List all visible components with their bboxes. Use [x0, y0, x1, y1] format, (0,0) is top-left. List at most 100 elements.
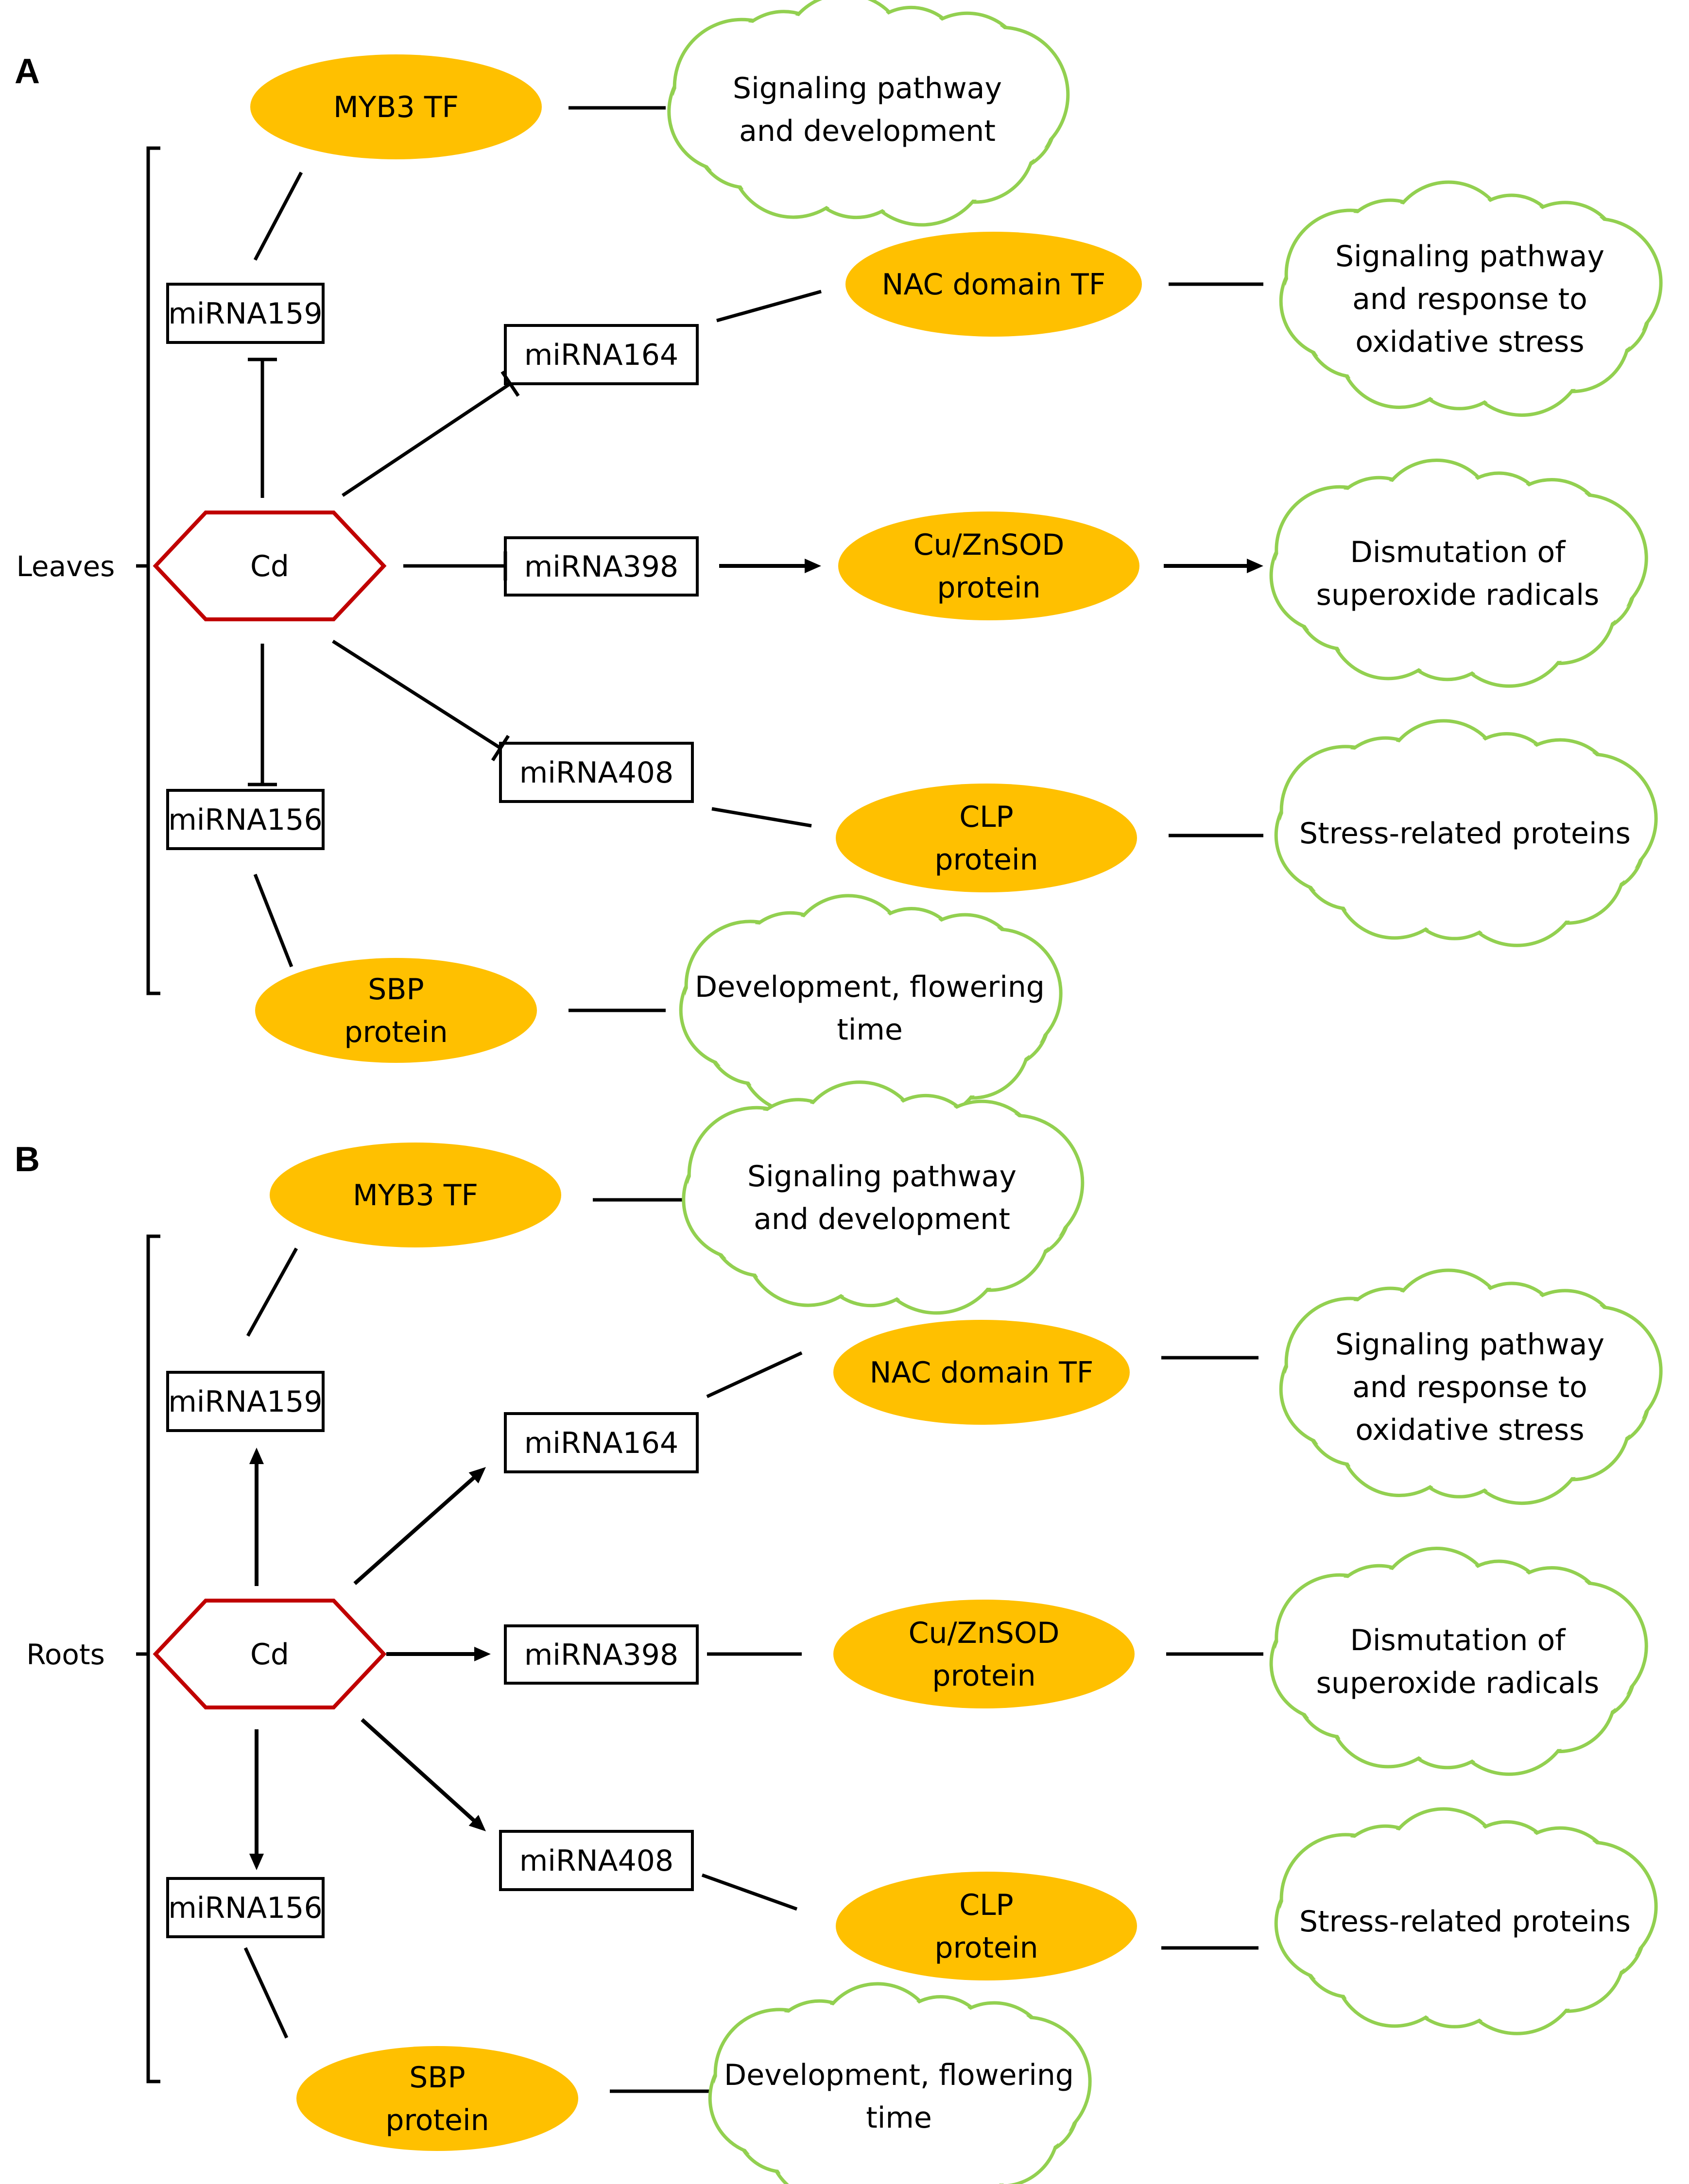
cd-node [153, 1599, 387, 1709]
mirna-mirna164: miRNA164 [504, 324, 699, 385]
mirna-label: miRNA398 [524, 1638, 678, 1672]
target-ellipse [833, 1600, 1135, 1708]
edge-mirna164-nac [716, 290, 822, 323]
edge-mirna398-sod-head [805, 559, 821, 573]
mirna-box [166, 1371, 325, 1432]
mirna-box [504, 1624, 699, 1685]
function-cloud-clp: Stress-related proteins [1274, 719, 1658, 947]
mirna-box [166, 283, 325, 344]
target-label: MYB3 TF [333, 90, 459, 124]
edge-cd-mirna408-bar [491, 734, 510, 762]
cd-node [153, 511, 387, 621]
cd-label: Cd [250, 1638, 289, 1672]
target-ellipse [845, 232, 1142, 337]
edge-mirna408-clp [711, 807, 812, 828]
edge-cd-mirna398 [386, 1647, 491, 1661]
edge-sod-function-head [1247, 559, 1263, 573]
target-ellipse [833, 1320, 1130, 1425]
tissue-label: Roots [26, 1638, 105, 1671]
edge-cd-mirna164 [353, 1467, 486, 1585]
target-label: MYB3 TF [353, 1178, 478, 1212]
edge-cd-mirna408-line [332, 640, 501, 750]
edge-cd-mirna408 [332, 640, 510, 762]
edge-mirna408-clp [701, 1873, 798, 1911]
edge-cd-mirna398-head [474, 1647, 491, 1661]
mirna-box [504, 536, 699, 597]
target-ellipse [250, 54, 542, 159]
tissue-label: Leaves [17, 550, 115, 583]
mirna-mirna156: miRNA156 [166, 1877, 325, 1938]
edge-mirna159-myb [246, 1247, 298, 1337]
mirna-mirna159: miRNA159 [166, 283, 325, 344]
edge-cd-mirna156-head [249, 1854, 264, 1870]
mirna-label: miRNA408 [519, 1844, 673, 1878]
function-label: Stress-related proteins [1299, 1905, 1631, 1939]
edge-cd-mirna159 [248, 358, 277, 498]
edge-sod-function [1164, 559, 1263, 573]
mirna-label: miRNA156 [168, 1891, 322, 1925]
function-label: Stress-related proteins [1299, 817, 1631, 851]
target-ellipse [838, 512, 1139, 620]
target-ellipse [836, 784, 1137, 892]
edge-cd-mirna398 [403, 551, 507, 580]
target-label: NAC domain TF [882, 268, 1106, 302]
mirna-box [499, 1830, 694, 1891]
mirna-box [166, 1877, 325, 1938]
mirna-label: miRNA398 [524, 550, 678, 584]
cd-label: Cd [250, 549, 289, 583]
mirna-mirna398: miRNA398 [504, 536, 699, 597]
edge-cd-mirna156 [249, 1729, 264, 1870]
edge-cd-mirna164 [342, 371, 520, 497]
target-label: NAC domain TF [870, 1356, 1094, 1390]
mirna-mirna408: miRNA408 [499, 742, 694, 803]
edge-mirna164-nac [706, 1351, 803, 1399]
target-myb: MYB3 TF [270, 1143, 561, 1247]
target-ellipse [270, 1143, 561, 1247]
edge-mirna398-sod [719, 559, 821, 573]
mirna-label: miRNA164 [524, 338, 678, 372]
mirna-mirna408: miRNA408 [499, 1830, 694, 1891]
mirna-label: miRNA156 [168, 803, 322, 837]
mirna-mirna164: miRNA164 [504, 1412, 699, 1473]
mirna-box [504, 324, 699, 385]
mirna-label: miRNA159 [168, 297, 322, 331]
mirna-box [504, 1412, 699, 1473]
mirna-box [166, 789, 325, 850]
target-ellipse [836, 1872, 1137, 1980]
edge-cd-mirna156 [248, 644, 277, 786]
edge-cd-mirna408-line [361, 1718, 477, 1823]
target-myb: MYB3 TF [250, 54, 542, 159]
edge-mirna156-sbp [253, 873, 293, 968]
tissue-bracket [136, 1234, 160, 2083]
target-ellipse [296, 2046, 578, 2151]
tissue-bracket [136, 146, 160, 995]
target-nac: NAC domain TF [833, 1320, 1130, 1425]
mirna-mirna156: miRNA156 [166, 789, 325, 850]
edge-cd-mirna408 [361, 1718, 486, 1831]
edge-cd-mirna159 [249, 1448, 264, 1586]
